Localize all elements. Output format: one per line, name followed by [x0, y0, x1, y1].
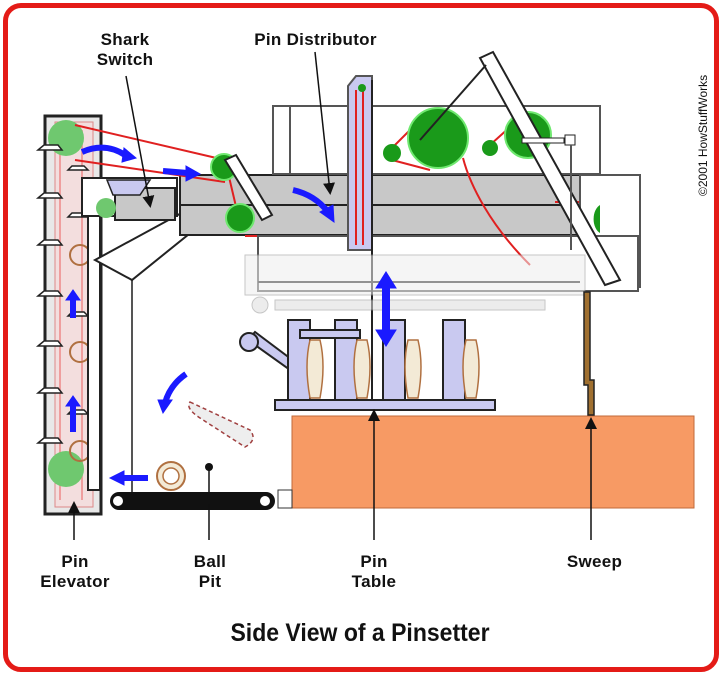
label-pin-table-line1: Pin: [360, 552, 388, 571]
sweep-arms: [223, 50, 622, 287]
label-pin-table-line2: Table: [351, 572, 397, 591]
label-ball-pit: Ball Pit: [175, 552, 245, 592]
label-ball-pit-line1: Ball: [193, 552, 227, 571]
label-pin-elevator-line1: Pin: [61, 552, 89, 571]
label-shark-switch: Shark Switch: [85, 30, 165, 70]
pin-distributor: [347, 75, 373, 410]
label-ball-pit-line2: Pit: [198, 572, 222, 591]
lane: [291, 415, 695, 509]
label-pin-elevator: Pin Elevator: [30, 552, 120, 592]
diagram-title: Side View of a Pinsetter: [230, 619, 490, 647]
label-sweep: Sweep: [566, 552, 623, 571]
label-pin-distributor: Pin Distributor: [254, 30, 377, 49]
flow-arrows: [65, 144, 397, 486]
raised-deck-ghost: [244, 254, 586, 314]
label-shark-switch-line1: Shark: [100, 30, 150, 49]
lane-end-block: [277, 489, 293, 509]
pin-elevator: [35, 114, 103, 516]
label-pin-table: Pin Table: [338, 552, 410, 592]
shark-switch: [81, 177, 178, 221]
label-pin-elevator-line2: Elevator: [40, 572, 110, 591]
sweep-bar: [583, 291, 595, 416]
copyright-notice: ©2001 HowStuffWorks: [696, 74, 710, 196]
ball-pit: [110, 401, 275, 510]
label-shark-switch-line2: Switch: [96, 50, 154, 69]
elevator-bottom-wheel: [48, 451, 84, 487]
leader-lines: [68, 51, 597, 540]
pin-table: [239, 319, 496, 411]
